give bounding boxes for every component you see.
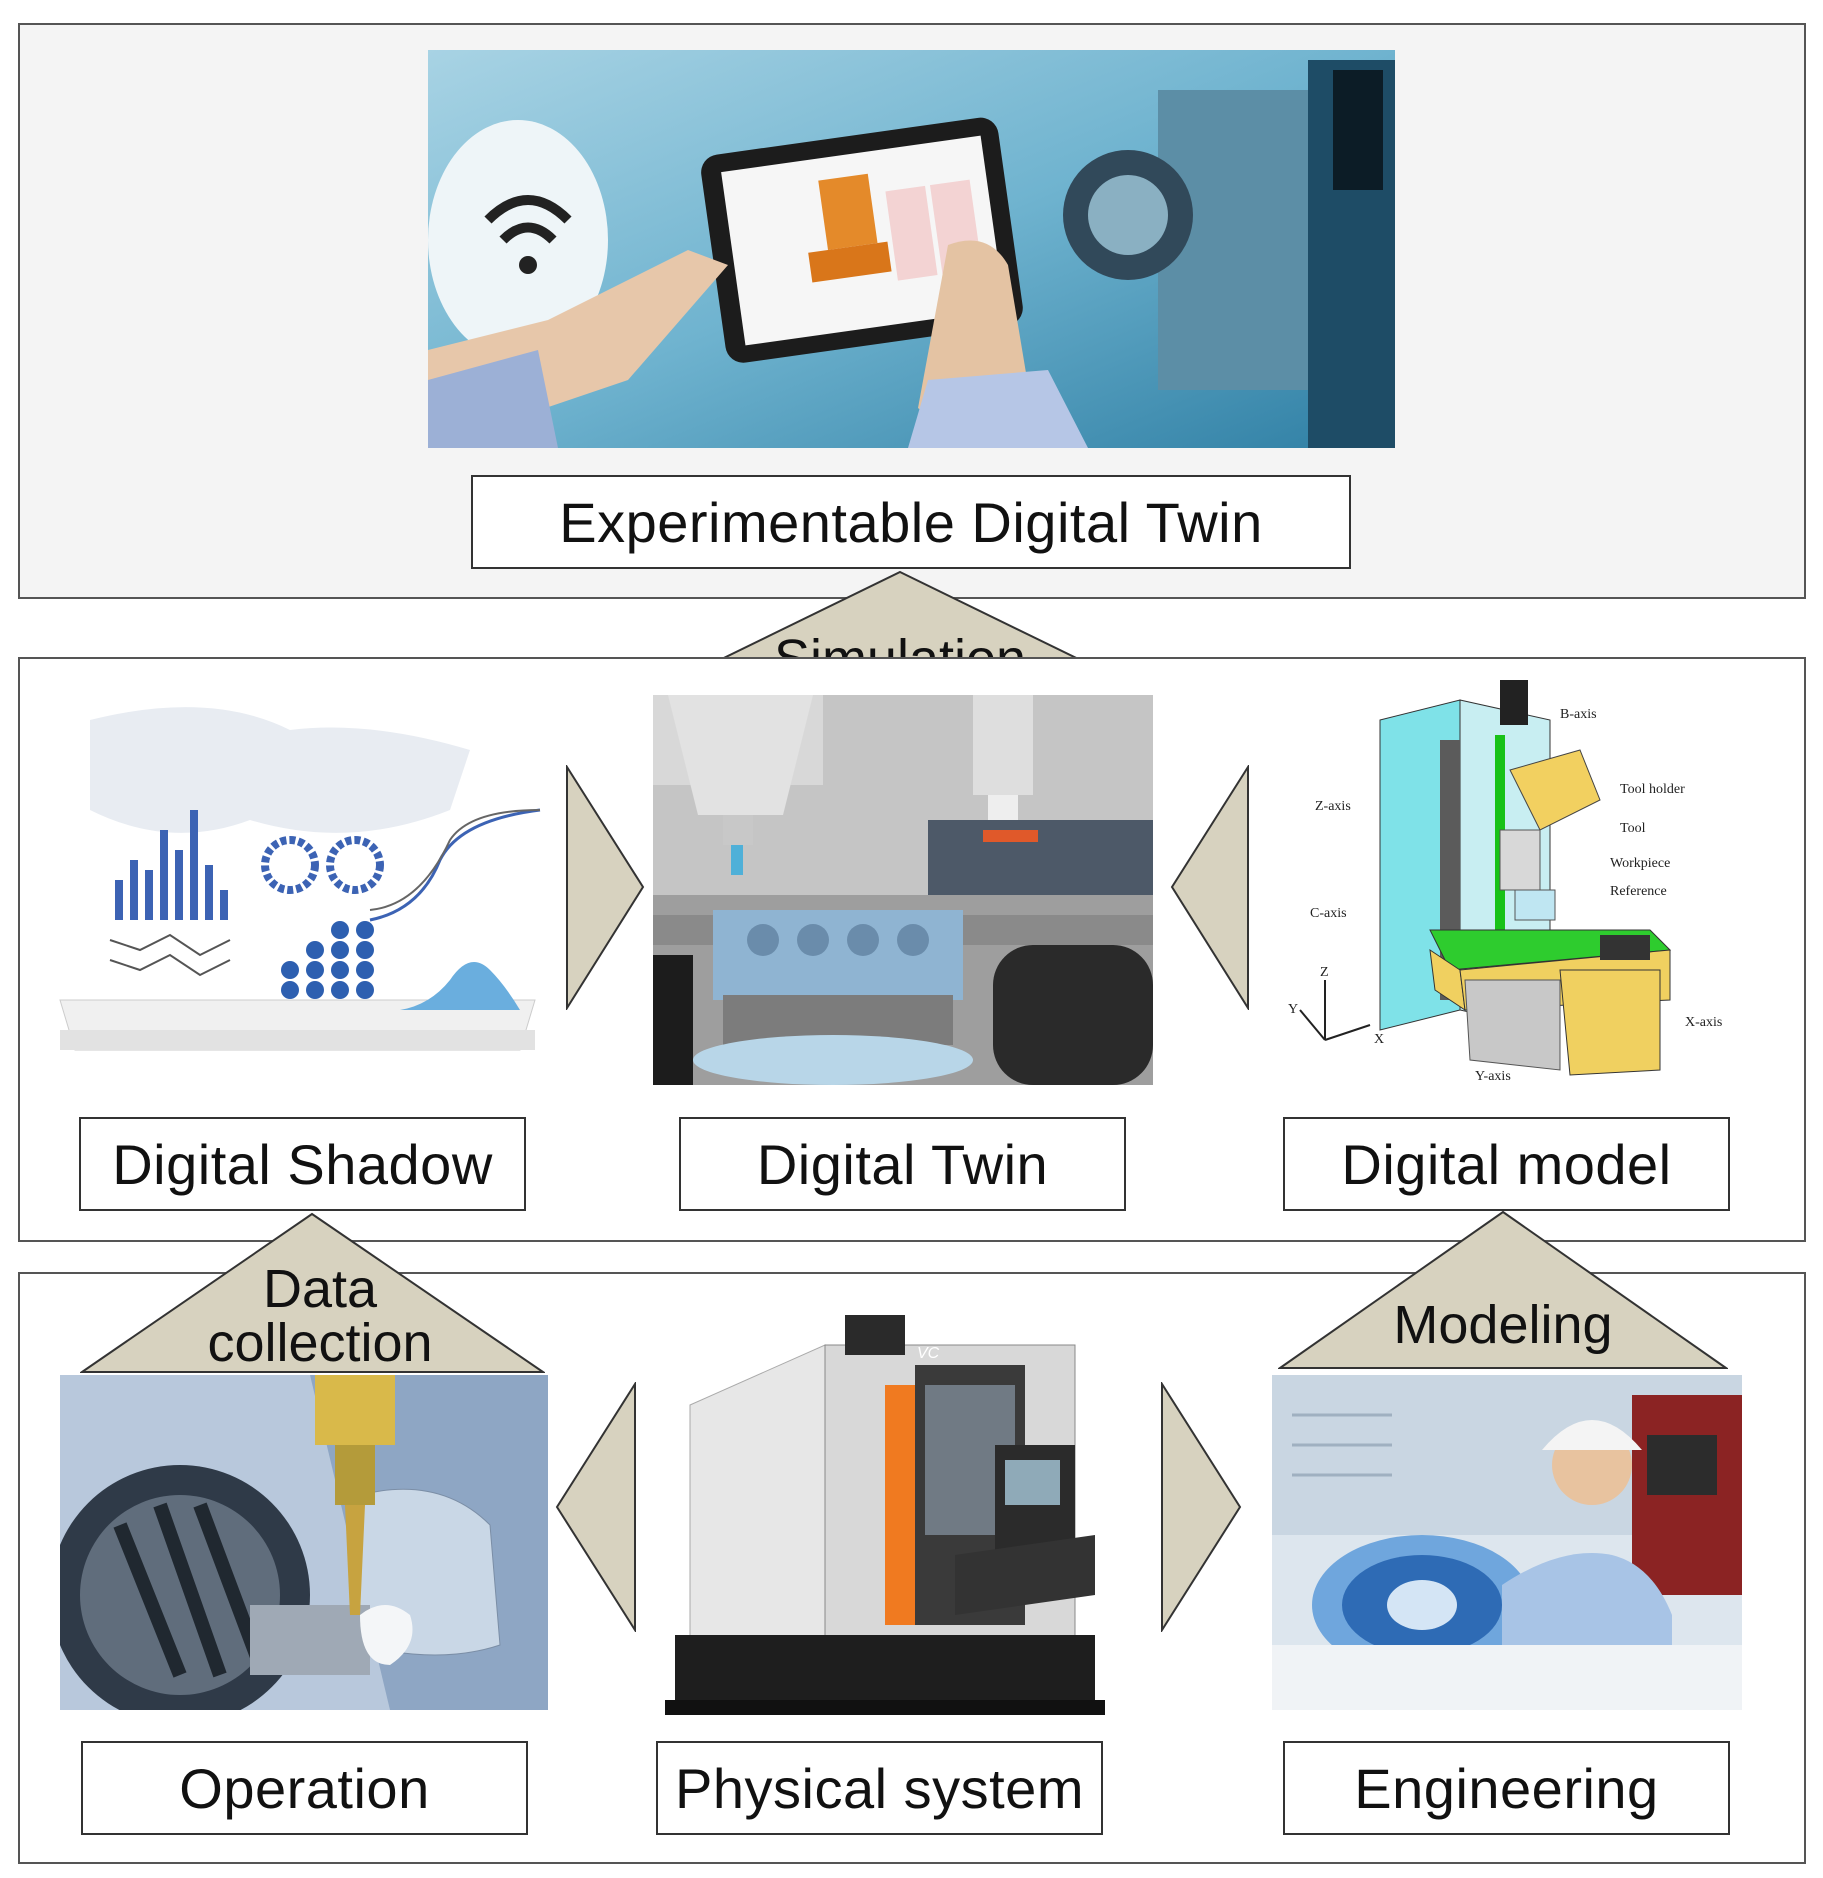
physical-system-text: Physical system [675, 1756, 1084, 1820]
b-axis-annotation: B-axis [1560, 707, 1597, 722]
digital-twin-simulation-image [653, 695, 1153, 1085]
modeling-triangle [1278, 1210, 1728, 1369]
x-axis-mark: X [1374, 1032, 1384, 1047]
middle-right-arrow [1170, 765, 1249, 1010]
experimentable-digital-twin-text: Experimentable Digital Twin [559, 490, 1263, 554]
operation-machining-photo [60, 1375, 548, 1710]
reference-annotation: Reference [1610, 884, 1667, 899]
c-axis-annotation: C-axis [1310, 906, 1347, 921]
x-axis-annotation: X-axis [1685, 1015, 1722, 1030]
z-axis-mark: Z [1320, 965, 1329, 980]
workpiece-annotation: Workpiece [1610, 856, 1670, 871]
middle-left-arrow [566, 765, 645, 1010]
modeling-text: Modeling [1393, 1295, 1613, 1355]
digital-shadow-label: Digital Shadow [79, 1117, 526, 1211]
physical-cnc-machine-image: VC [655, 1305, 1125, 1725]
digital-shadow-dashboard-image [50, 700, 545, 1070]
physical-system-label: Physical system [656, 1741, 1103, 1835]
engineering-text: Engineering [1354, 1756, 1659, 1820]
data-collection-text: Data collection [80, 1262, 560, 1370]
digital-shadow-text: Digital Shadow [112, 1132, 493, 1196]
data-collection-triangle [80, 1212, 545, 1373]
tool-annotation: Tool [1620, 821, 1646, 836]
tool-holder-annotation: Tool holder [1620, 782, 1685, 797]
y-axis-annotation: Y-axis [1475, 1069, 1511, 1084]
digital-twin-text: Digital Twin [756, 1132, 1049, 1196]
digital-model-text: Digital model [1341, 1132, 1672, 1196]
machine-brand-text: VC [917, 1345, 940, 1362]
digital-model-label: Digital model [1283, 1117, 1730, 1211]
tablet-robot-photo [428, 50, 1395, 448]
experimentable-digital-twin-label: Experimentable Digital Twin [471, 475, 1351, 569]
data-collection-line1: Data [262, 1259, 378, 1319]
z-axis-annotation: Z-axis [1315, 799, 1351, 814]
engineering-photo [1272, 1375, 1742, 1710]
y-axis-mark: Y [1288, 1002, 1298, 1017]
operation-label: Operation [81, 1741, 528, 1835]
engineering-label: Engineering [1283, 1741, 1730, 1835]
digital-model-schematic-image: B-axis Tool holder Tool Workpiece Refere… [1270, 680, 1750, 1095]
digital-twin-label: Digital Twin [679, 1117, 1126, 1211]
bottom-right-arrow [1161, 1382, 1242, 1632]
operation-text: Operation [179, 1756, 430, 1820]
data-collection-line2: collection [207, 1313, 433, 1373]
bottom-left-arrow [555, 1382, 636, 1632]
